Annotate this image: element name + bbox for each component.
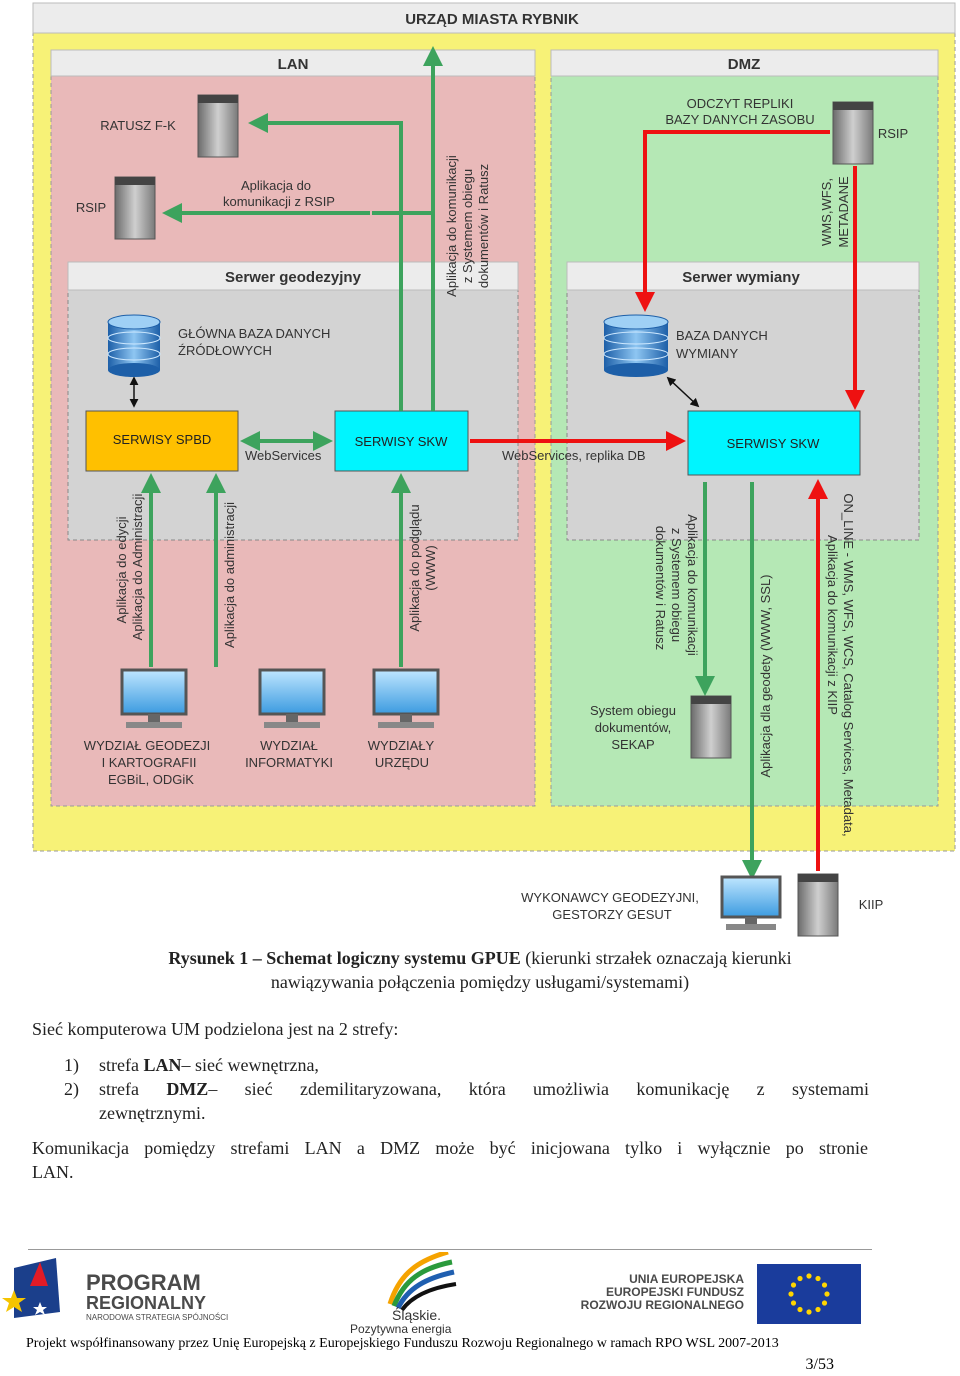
lan-dmz-paragraph-line2: LAN. xyxy=(32,1162,74,1182)
app-ratusz-label-2: z Systemem obiegu xyxy=(460,169,475,283)
funding-note: Projekt współfinansowany przez Unię Euro… xyxy=(26,1336,779,1351)
contractors-workstation-icon xyxy=(720,875,782,930)
sekap-label-2: dokumentów, xyxy=(595,720,672,735)
footer-logos: PROGRAM REGIONALNY NARODOWA STRATEGIA SP… xyxy=(2,1252,861,1336)
contractors-label-2: GESTORZY GESUT xyxy=(552,907,671,922)
webservices-replica-label: WebServices, replika DB xyxy=(502,448,646,463)
diagram-title: URZĄD MIASTA RYBNIK xyxy=(405,11,579,28)
sekap-label-1: System obiegu xyxy=(590,703,676,718)
rsip-dmz-server-icon xyxy=(832,101,874,165)
departments-workstation-icon xyxy=(372,668,440,728)
main-db-label-2: ŹRÓDŁOWYCH xyxy=(178,343,272,358)
skw-dmz-services-box xyxy=(687,410,861,476)
odczyt-label-2: BAZY DANYCH ZASOBU xyxy=(665,112,814,127)
program-regionalny-logo: PROGRAM REGIONALNY NARODOWA STRATEGIA SP… xyxy=(2,1258,228,1322)
geodesy-dept-label-1: WYDZIAŁ GEODEZJI xyxy=(84,738,210,753)
exchange-server-label: Serwer wymiany xyxy=(682,269,800,286)
app-preview-label-1: Aplikacja do podglądu xyxy=(407,504,422,631)
it-dept-label-2: INFORMATYKI xyxy=(245,755,333,770)
lan-zone-label: LAN xyxy=(278,56,309,73)
list-item-2-cont: zewnętrznymi. xyxy=(99,1103,206,1123)
app-edit-label-2: Aplikacja do Administracji xyxy=(130,494,145,641)
exchange-db-label-1: BAZA DANYCH xyxy=(676,328,768,343)
ratusz-label: RATUSZ F-K xyxy=(100,118,176,133)
kiip-label: KIIP xyxy=(859,897,884,912)
rsip-lan-label: RSIP xyxy=(76,200,106,215)
skw-lan-services-label: SERWISY SKW xyxy=(355,434,448,449)
app-obieg-dmz-label-1: Aplikacja do komunikacji xyxy=(685,514,700,656)
app-rsip-label-2: komunikacji z RSIP xyxy=(223,194,335,209)
geodesy-dept-label-3: EGBiL, ODGiK xyxy=(108,772,194,787)
main-db-label-1: GŁÓWNA BAZA DANYCH xyxy=(178,326,330,341)
ratusz-server-icon xyxy=(197,94,239,158)
departments-label-2: URZĘDU xyxy=(375,755,429,770)
odczyt-label-1: ODCZYT REPLIKI xyxy=(687,96,794,111)
exchange-server-zone xyxy=(566,261,920,541)
exchange-database-icon xyxy=(603,314,669,377)
app-ratusz-label-1: Aplikacja do komunikacji xyxy=(444,155,459,297)
contractors-label-1: WYKONAWCY GEODEZYJNI, xyxy=(521,890,699,905)
spbd-services-box xyxy=(85,410,239,472)
online-label-2: Aplikacja do komunikacji z KIIP xyxy=(825,535,840,715)
caption-bold: Rysunek 1 – Schemat logiczny systemu GPU… xyxy=(168,948,521,968)
main-database-icon xyxy=(107,314,161,377)
exchange-db-label-2: WYMIANY xyxy=(676,346,738,361)
it-dept-label-1: WYDZIAŁ xyxy=(260,738,318,753)
online-label-1: ON_LINE - WMS, WFS, WCS, Catalog Service… xyxy=(841,493,856,836)
geodetic-server-label: Serwer geodezyjny xyxy=(225,269,362,286)
list-item-2: strefa DMZ– sieć zdemilitaryzowana, któr… xyxy=(99,1079,869,1099)
app-rsip-label-1: Aplikacja do xyxy=(241,178,311,193)
geodetic-server-zone xyxy=(67,261,519,541)
spbd-services-label: SERWISY SPBD xyxy=(113,432,212,447)
skw-lan-services-box xyxy=(334,410,469,472)
rsip-lan-server-icon xyxy=(114,176,156,240)
logo-ue: UNIA EUROPEJSKA xyxy=(629,1272,744,1286)
dmz-zone-label: DMZ xyxy=(728,56,761,73)
caption-line2: nawiązywania połączenia pomiędzy usługam… xyxy=(270,972,690,992)
caption-rest: (kierunki strzałek oznaczają kierunki xyxy=(520,948,792,968)
list-item-2-num: 2) xyxy=(64,1079,79,1099)
kiip-server-icon xyxy=(797,873,839,937)
app-preview-label-2: (WWW) xyxy=(423,545,438,590)
wms-label-1: WMS,WFS, xyxy=(819,178,834,246)
list-item-1: strefa LAN– sieć wewnętrzna, xyxy=(99,1055,319,1075)
skw-dmz-services-label: SERWISY SKW xyxy=(727,436,820,451)
webservices-label: WebServices xyxy=(245,448,322,463)
logo-efr-1: EUROPEJSKI FUNDUSZ xyxy=(606,1285,744,1299)
intro-paragraph: Sieć komputerowa UM podzielona jest na 2… xyxy=(32,1019,399,1039)
logo-pozytywna: Pozytywna energia xyxy=(350,1322,452,1336)
slaskie-logo: Śląskie. Pozytywna energia xyxy=(350,1252,457,1336)
app-obieg-dmz-label-2: z Systemem obiegu xyxy=(669,528,684,642)
logo-nss: NARODOWA STRATEGIA SPÓJNOŚCI xyxy=(86,1313,228,1322)
app-edit-label-1: Aplikacja do edycji xyxy=(114,516,129,623)
logo-regionalny: REGIONALNY xyxy=(86,1293,206,1313)
geodesy-dept-label-2: I KARTOGRAFII xyxy=(102,755,197,770)
eu-logo: UNIA EUROPEJSKA EUROPEJSKI FUNDUSZ ROZWO… xyxy=(581,1264,861,1324)
it-workstation-icon xyxy=(258,668,326,728)
wms-label-2: METADANE xyxy=(836,176,851,248)
rsip-dmz-label: RSIP xyxy=(878,126,908,141)
sekap-server-icon xyxy=(690,695,732,759)
geodesy-workstation-icon xyxy=(120,668,188,728)
app-ratusz-label-3: dokumentów i Ratusz xyxy=(476,164,491,288)
sekap-label-3: SEKAP xyxy=(611,737,654,752)
footer-divider xyxy=(28,1249,872,1250)
logo-slaskie: Śląskie. xyxy=(392,1306,441,1323)
app-obieg-dmz-label-3: dokumentów i Ratusz xyxy=(653,526,668,650)
app-geodety-label: Aplikacja dla geodety (WWW, SSL) xyxy=(758,574,773,777)
lan-dmz-paragraph-line1: Komunikacja pomiędzy strefami LAN a DMZ … xyxy=(32,1138,868,1158)
list-item-1-num: 1) xyxy=(64,1055,79,1075)
page-number: 3/53 xyxy=(805,1356,834,1373)
departments-label-1: WYDZIAŁY xyxy=(368,738,435,753)
logo-program: PROGRAM xyxy=(86,1270,201,1295)
figure-caption: Rysunek 1 – Schemat logiczny systemu GPU… xyxy=(40,946,920,994)
logo-efr-2: ROZWOJU REGIONALNEGO xyxy=(581,1298,744,1312)
app-admin-label: Aplikacja do administracji xyxy=(222,502,237,648)
system-diagram: URZĄD MIASTA RYBNIK LAN DMZ Serwer geode… xyxy=(32,2,956,937)
